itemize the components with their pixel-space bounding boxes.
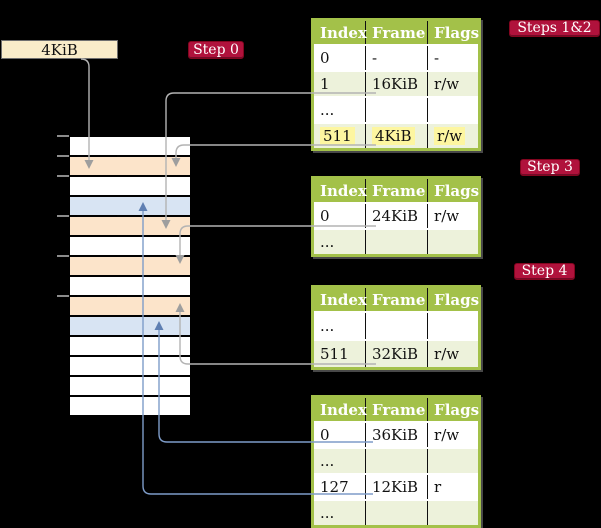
index-cell: 1 [312, 70, 366, 97]
index-cell: ... [312, 228, 366, 256]
column-header: Frame [364, 396, 428, 422]
index-cell: ... [312, 311, 366, 340]
flags-cell: r/w [427, 70, 480, 97]
table-header-row: Index Frame Flags [312, 286, 480, 312]
memory-frame-row [70, 196, 190, 216]
index-cell: ... [312, 447, 366, 474]
flags-cell [427, 311, 480, 340]
flags-cell: r/w [427, 202, 480, 229]
page-table-final-level: Index Frame Flags 0 36KiB r/w ... 127 12… [311, 395, 481, 528]
index-cell: 511 [312, 122, 366, 150]
table-row: 0 36KiB r/w [312, 421, 480, 448]
memory-frame-row [70, 336, 190, 356]
memory-frame-row [70, 356, 190, 376]
table-header-row: Index Frame Flags [312, 396, 480, 422]
column-header: Index [312, 396, 367, 422]
page-table-step-3: Index Frame Flags 0 24KiB r/w ... [311, 176, 481, 257]
flags-cell [427, 228, 480, 256]
column-header: Flags [427, 286, 480, 312]
badge-steps-1-2: Steps 1&2 [509, 20, 600, 37]
index-cell: 127 [312, 473, 366, 500]
memory-frame-row [70, 296, 190, 316]
memory-frame-row [70, 276, 190, 296]
table-row: 1 16KiB r/w [312, 70, 480, 97]
flags-cell [427, 96, 480, 123]
table-row: 511 32KiB r/w [312, 339, 480, 369]
column-header: Index [312, 19, 367, 45]
memory-frame-row [70, 216, 190, 236]
physical-memory-stack [70, 137, 190, 416]
tick-mark [57, 255, 69, 257]
tick-mark [57, 135, 69, 137]
column-header: Frame [364, 286, 428, 312]
index-cell: 0 [312, 44, 366, 71]
badge-step-3: Step 3 [520, 159, 580, 176]
table-row: 127 12KiB r [312, 473, 480, 500]
frame-cell: - [364, 44, 428, 71]
column-header: Frame [364, 177, 428, 203]
tick-mark [57, 295, 69, 297]
highlight-mark: 511 [320, 127, 355, 145]
flags-cell [427, 499, 480, 527]
memory-frame-row [70, 236, 190, 256]
page-table-steps-1-2: Index Frame Flags 0 - - 1 16KiB r/w ... … [311, 18, 481, 151]
index-cell: 0 [312, 421, 366, 448]
table-header-row: Index Frame Flags [312, 177, 480, 203]
column-header: Index [312, 177, 367, 203]
frame-cell: 36KiB [364, 421, 428, 448]
flags-cell: r/w [427, 339, 480, 369]
frame-cell [364, 499, 428, 527]
table-row: ... [312, 447, 480, 474]
frame-cell: 24KiB [364, 202, 428, 229]
memory-frame-row [70, 396, 190, 416]
highlight-mark: 4KiB [371, 127, 415, 145]
tick-mark [57, 155, 69, 157]
badge-step-4: Step 4 [514, 263, 575, 280]
page-size-label-box: 4KiB [1, 40, 118, 59]
table-header-row: Index Frame Flags [312, 19, 480, 45]
flags-cell: r/w [427, 421, 480, 448]
frame-cell [364, 228, 428, 256]
column-header: Flags [427, 177, 480, 203]
flags-cell [427, 447, 480, 474]
memory-frame-row [70, 156, 190, 176]
tick-mark [57, 175, 69, 177]
memory-frame-row [70, 316, 190, 336]
memory-frame-row [70, 376, 190, 396]
frame-cell: 12KiB [364, 473, 428, 500]
table-row: ... [312, 499, 480, 527]
frame-cell: 16KiB [364, 70, 428, 97]
highlight-mark: r/w [434, 127, 466, 145]
memory-frame-row [70, 137, 190, 156]
column-header: Flags [427, 19, 480, 45]
frame-cell: 32KiB [364, 339, 428, 369]
memory-frame-row [70, 256, 190, 276]
frame-cell [364, 311, 428, 340]
table-row: ... [312, 311, 480, 340]
table-row-highlighted: 511 4KiB r/w [312, 122, 480, 150]
tick-mark [57, 215, 69, 217]
frame-cell: 4KiB [364, 122, 428, 150]
column-header: Index [312, 286, 367, 312]
index-cell: 511 [312, 339, 366, 369]
frame-cell [364, 447, 428, 474]
column-header: Frame [364, 19, 428, 45]
badge-step-0: Step 0 [188, 41, 244, 59]
flags-cell: - [427, 44, 480, 71]
page-table-step-4: Index Frame Flags ... 511 32KiB r/w [311, 285, 481, 370]
table-row: ... [312, 96, 480, 123]
table-row: 0 24KiB r/w [312, 202, 480, 229]
column-header: Flags [427, 396, 480, 422]
table-row: 0 - - [312, 44, 480, 71]
index-cell: 0 [312, 202, 366, 229]
index-cell: ... [312, 96, 366, 123]
flags-cell: r [427, 473, 480, 500]
flags-cell: r/w [427, 122, 480, 150]
index-cell: ... [312, 499, 366, 527]
memory-frame-row [70, 176, 190, 196]
frame-cell [364, 96, 428, 123]
table-row: ... [312, 228, 480, 256]
